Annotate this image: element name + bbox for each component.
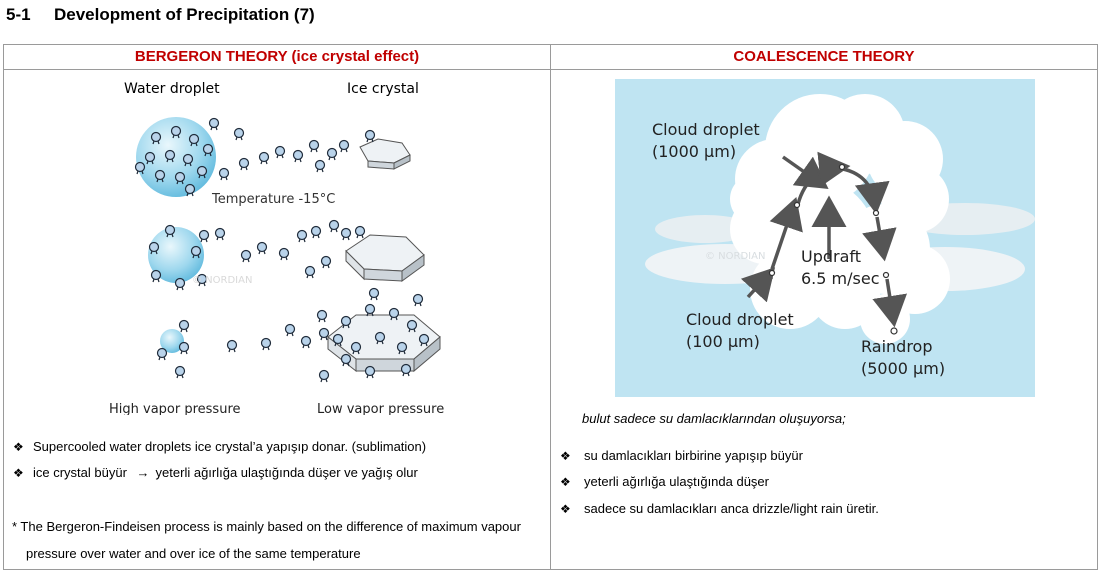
- updraft-speed: 6.5 m/sec: [801, 269, 879, 288]
- bullet-diamond-icon: ❖: [13, 440, 24, 454]
- ice-crystal-large: [316, 293, 441, 383]
- bergeron-diagram: Water droplet Ice crystal Temperature -1…: [109, 81, 444, 415]
- updraft-arrows: [740, 151, 908, 328]
- coalescence-panel: COALESCENCE THEORY ©: [550, 44, 1098, 570]
- bullet-text: Supercooled water droplets ice crystal’a…: [33, 439, 427, 454]
- bullet-text: su damlacıkları birbirine yapışıp büyür: [584, 448, 803, 463]
- cloud-droplet-top-label: Cloud droplet: [652, 120, 760, 139]
- cloud-droplet-bottom-label: Cloud droplet: [686, 310, 794, 329]
- section-title: Development of Precipitation (7): [54, 5, 315, 24]
- cloud-droplet-top-size: (1000 µm): [652, 142, 736, 161]
- water-droplet-medium: [148, 227, 204, 283]
- coalescence-bullet-2: ❖ yeterli ağırlığa ulaştığında düşer: [560, 474, 769, 489]
- coalescence-title: COALESCENCE THEORY: [551, 45, 1097, 70]
- ice-crystal-small: [359, 129, 411, 170]
- vapor-molecules-row3: [156, 319, 330, 379]
- bullet-diamond-icon: ❖: [560, 449, 571, 463]
- page-title: 5-1 Development of Precipitation (7): [6, 5, 315, 25]
- right-arrow-icon: →: [136, 465, 150, 480]
- bergeron-panel: BERGERON THEORY (ice crystal effect) Wat…: [3, 44, 551, 570]
- ice-crystal-label: Ice crystal: [347, 81, 419, 97]
- bullet-text: yeterli ağırlığa ulaştığında düşer: [584, 474, 769, 489]
- bullet-text-a: ice crystal büyür: [33, 465, 127, 480]
- droplet-markers: [768, 163, 898, 335]
- section-number: 5-1: [6, 5, 31, 24]
- raindrop-label: Raindrop: [861, 337, 932, 356]
- temperature-label: Temperature -15°C: [211, 192, 335, 207]
- coalescence-intro: bulut sadece su damlacıklarından oluşuyo…: [582, 411, 846, 426]
- water-droplet-label: Water droplet: [124, 81, 220, 97]
- high-vapor-pressure-label: High vapor pressure: [109, 402, 241, 415]
- bullet-text: sadece su damlacıkları anca drizzle/ligh…: [584, 501, 879, 516]
- coalescence-diagram: © NORDIAN Cloud droplet (1000 µm) Updraf…: [615, 79, 1035, 397]
- raindrop-size: (5000 µm): [861, 359, 945, 378]
- coalescence-bullet-3: ❖ sadece su damlacıkları anca drizzle/lig…: [560, 501, 879, 516]
- watermark-right: © NORDIAN: [705, 251, 765, 262]
- bergeron-bullet-2: ❖ ice crystal büyür → yeterli ağırlığa ula…: [13, 465, 418, 480]
- ice-crystal-medium: [345, 225, 425, 301]
- bullet-text-b: yeterli ağırlığa ulaştığında düşer ve ya…: [155, 465, 418, 480]
- bullet-diamond-icon: ❖: [13, 466, 24, 480]
- cloud-droplet-bottom-size: (100 µm): [686, 332, 760, 351]
- bergeron-bullet-1: ❖ Supercooled water droplets ice crystal’…: [13, 439, 426, 454]
- watermark-left: © NORDIAN: [192, 275, 252, 286]
- bullet-diamond-icon: ❖: [560, 502, 571, 516]
- footnote-line-1: * The Bergeron-Findeisen process is main…: [12, 519, 521, 534]
- coalescence-bullet-1: ❖ su damlacıkları birbirine yapışıp büyür: [560, 448, 803, 463]
- bullet-diamond-icon: ❖: [560, 475, 571, 489]
- bergeron-title: BERGERON THEORY (ice crystal effect): [4, 45, 550, 70]
- water-droplet-small: [160, 329, 184, 353]
- low-vapor-pressure-label: Low vapor pressure: [317, 402, 444, 415]
- footnote-line-2: pressure over water and over ice of the …: [26, 546, 361, 561]
- updraft-label: Updraft: [801, 247, 861, 266]
